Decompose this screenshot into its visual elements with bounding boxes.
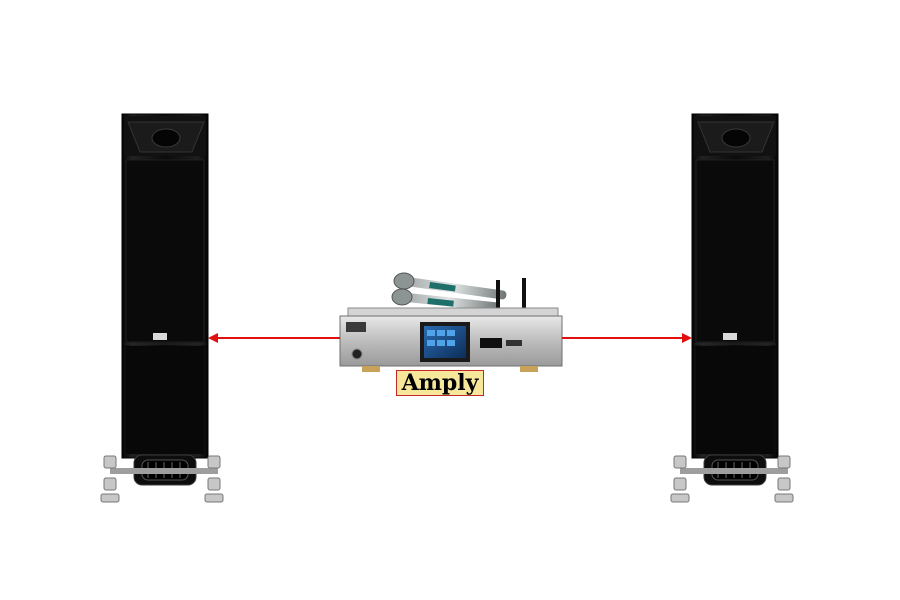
speaker-brand-badge [723, 333, 737, 340]
wireless-microphone [393, 272, 507, 300]
amplifier-label: Amply [396, 370, 484, 396]
amplifier-unit [339, 272, 563, 372]
wireless-microphone [391, 288, 500, 312]
speaker-brand-badge [153, 333, 167, 340]
right-speaker [670, 113, 794, 503]
left-speaker [100, 113, 224, 503]
antenna [496, 280, 500, 314]
antenna [522, 278, 526, 314]
power-knob [351, 348, 363, 360]
